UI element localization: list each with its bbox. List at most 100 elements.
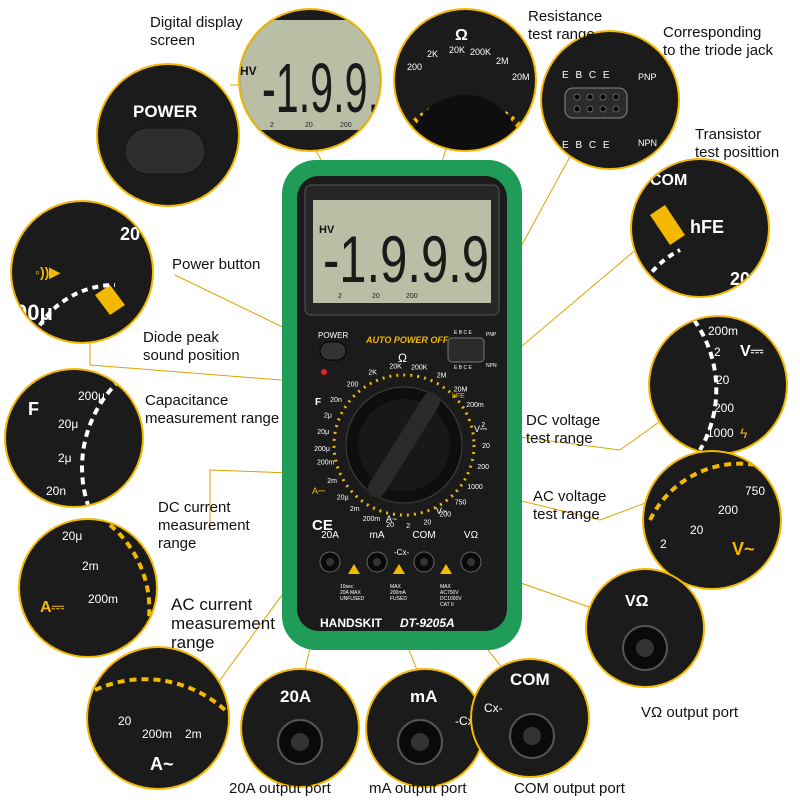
label-diode: Diode peak sound position <box>143 329 240 364</box>
zoom-aca: 20 200m 2m A~ <box>86 646 230 790</box>
label-dc-voltage: DC voltage test range <box>526 412 601 447</box>
svg-text:2μ: 2μ <box>58 451 72 465</box>
lcd-scale-tick: 2 <box>338 293 342 300</box>
dial-ohm-range: 2K <box>368 369 377 376</box>
fuse-note-line: MAX <box>390 584 402 590</box>
jack-hole <box>467 558 475 566</box>
dial-pointer <box>367 392 441 498</box>
svg-text:00μ: 00μ <box>15 300 53 325</box>
socket-ebce-top: E B C E <box>454 330 472 336</box>
dial-cap-range: 20n <box>330 397 342 404</box>
jack-label: 20A <box>321 530 339 541</box>
zoom-resistance: Ω 200 2K 20K 200K 2M 20M <box>393 8 537 152</box>
label-ac-current: AC current measurement range <box>171 595 275 652</box>
dial-dcv-range: 200 <box>477 464 489 471</box>
svg-text:2: 2 <box>270 122 274 129</box>
transistor-socket[interactable] <box>447 337 485 363</box>
dial-cap-range: 2μ <box>324 412 332 419</box>
dial-f-symbol: F <box>315 397 321 408</box>
zoom-triode: E B C E PNP E B C E NPN <box>540 30 680 170</box>
dial-dca-range: 2m <box>327 478 337 485</box>
dial-ohm-range: 200K <box>411 365 428 372</box>
label-resistance: Resistance test range <box>528 8 603 43</box>
ce-mark: CE <box>312 517 333 534</box>
svg-text:20M: 20M <box>512 72 530 82</box>
svg-text:20K: 20K <box>449 45 465 55</box>
dial-dcv-range: 20 <box>482 443 490 450</box>
dial-ohm-range: 200 <box>347 382 359 389</box>
dial-dcv-symbol: V⎓ <box>474 424 487 434</box>
svg-text:2m: 2m <box>82 559 99 573</box>
jack-label: mA <box>370 530 385 541</box>
svg-text:200m: 200m <box>88 592 118 606</box>
svg-text:20: 20 <box>716 373 730 387</box>
dial-cap-range: 200μ <box>314 446 330 453</box>
lcd-scale-tick: 20 <box>372 293 380 300</box>
dial-dcv-range: 2 <box>481 422 485 429</box>
lcd-screen <box>313 200 491 303</box>
dial-acv-symbol: V~ <box>436 506 447 516</box>
svg-text:POWER: POWER <box>133 102 197 121</box>
svg-text:◦))▶: ◦))▶ <box>35 264 61 280</box>
warning-triangles <box>348 564 452 574</box>
jack-hole <box>326 558 334 566</box>
dial-ohm-range: 20M <box>454 386 468 393</box>
label-power: Power button <box>172 256 261 273</box>
svg-text:E B C E: E B C E <box>562 70 612 81</box>
svg-text:1000: 1000 <box>707 426 734 440</box>
power-led <box>321 369 327 375</box>
svg-text:HV: HV <box>240 64 257 78</box>
zoom-diode: 20 ◦))▶ 00μ <box>10 200 154 344</box>
fuse-note-line: AC750V <box>440 590 459 596</box>
dial-dca-range: 200m <box>317 460 335 467</box>
fuse-note-line: FUSED <box>390 596 407 602</box>
svg-text:200: 200 <box>718 503 738 517</box>
lcd-reading: -1.9.9.9 <box>323 222 489 296</box>
svg-text:20: 20 <box>305 122 313 129</box>
label-20a-port: 20A output port <box>229 780 331 797</box>
svg-text:V~: V~ <box>732 539 755 559</box>
jack-label: COM <box>412 530 435 541</box>
power-button[interactable] <box>319 341 347 361</box>
zoom-dcv: 200m 2 V⎓ 20 200 1000 ϟ <box>648 315 788 455</box>
svg-text:200: 200 <box>340 122 352 129</box>
brand-name: HANDSKIT <box>320 616 383 630</box>
jack-hole <box>373 558 381 566</box>
svg-text:2: 2 <box>660 537 667 551</box>
svg-text:V⎓: V⎓ <box>740 343 764 360</box>
svg-text:20A: 20A <box>280 687 311 706</box>
model-name: DT-9205A <box>400 616 455 630</box>
jack-label: VΩ <box>464 530 479 541</box>
zoom-acv: 750 200 20 2 V~ <box>642 450 782 590</box>
zoom-dca: 20μ 2m 200m A⎓ <box>18 518 158 658</box>
svg-text:-Cx: -Cx <box>455 714 474 728</box>
zoom-hfe: COM hFE 20 <box>630 158 770 298</box>
svg-text:20: 20 <box>120 224 140 244</box>
dial-acv-range: 200 <box>439 512 451 519</box>
socket-npn: NPN <box>486 363 497 369</box>
svg-text:200: 200 <box>714 401 734 415</box>
svg-text:20: 20 <box>118 714 132 728</box>
label-ma-port: mA output port <box>369 780 467 797</box>
svg-text:200K: 200K <box>470 47 491 57</box>
svg-text:20: 20 <box>690 523 704 537</box>
dial-aca-symbol: A~ <box>386 514 397 524</box>
svg-text:NPN: NPN <box>638 138 657 148</box>
svg-text:hFE: hFE <box>690 217 724 237</box>
zoom-power: POWER <box>96 63 240 207</box>
svg-text:200m: 200m <box>708 324 738 338</box>
label-display: Digital display screen <box>150 14 243 49</box>
dial-hfe: hFE <box>452 393 465 400</box>
svg-text:A~: A~ <box>150 754 174 774</box>
dial-dca-range: 20μ <box>337 494 349 501</box>
svg-text:F: F <box>28 399 39 419</box>
label-vohm-port: VΩ output port <box>641 704 739 721</box>
auto-power-off-label: AUTO POWER OFF <box>365 335 449 345</box>
fuse-note-line: 20A MAX <box>340 590 362 596</box>
svg-text:20μ: 20μ <box>62 529 82 543</box>
svg-text:VΩ: VΩ <box>625 593 649 610</box>
dial-cap-range: 20μ <box>317 429 329 436</box>
